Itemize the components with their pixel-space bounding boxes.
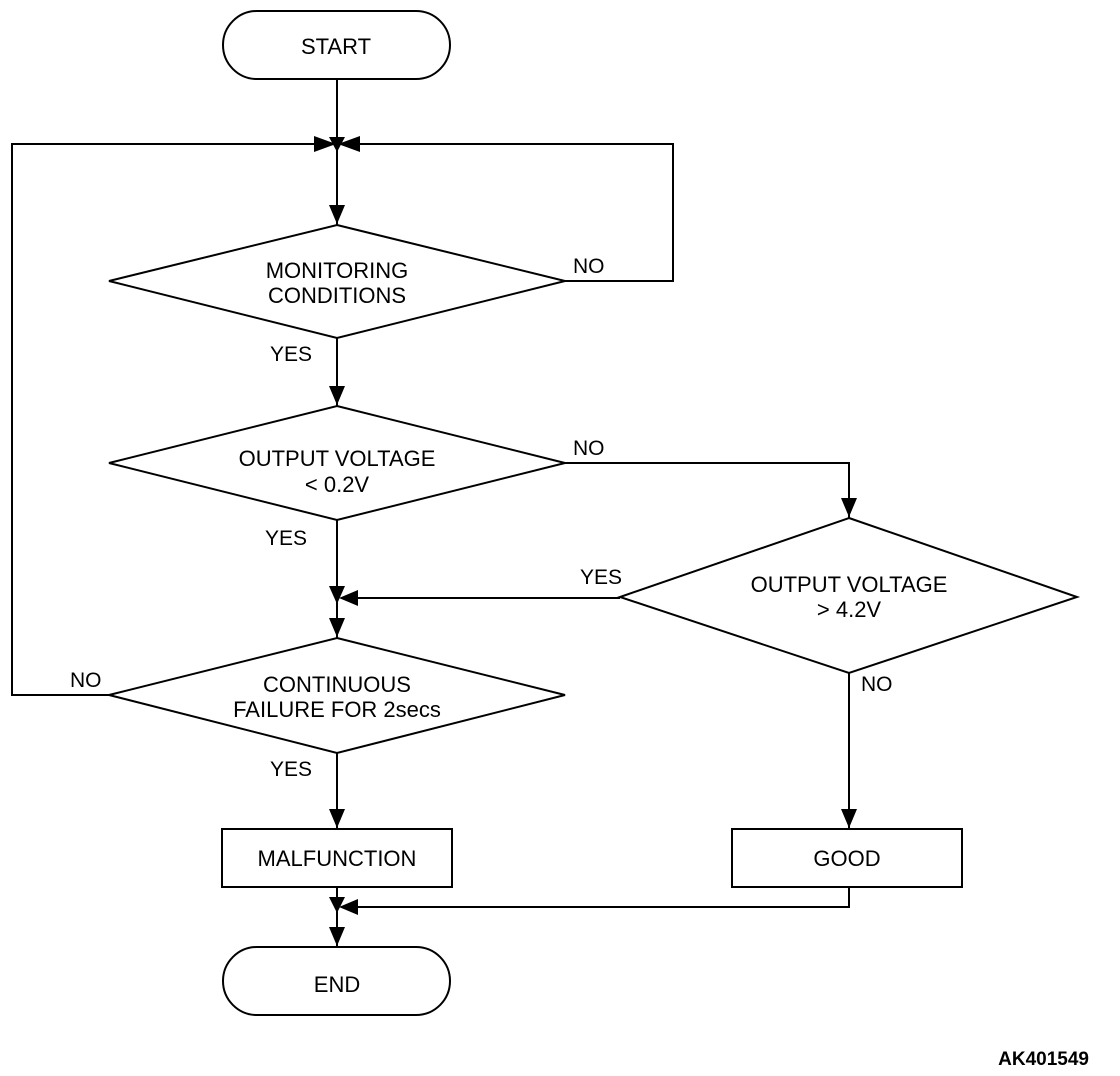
arrowhead-down — [329, 927, 345, 946]
output-voltage-low-decision — [108, 404, 566, 522]
figure-code: AK401549 — [998, 1049, 1089, 1070]
end-terminal — [222, 946, 451, 1016]
start-label: START — [301, 34, 371, 59]
arrowhead-left — [339, 590, 358, 606]
output-low-label-line2: < 0.2V — [305, 472, 370, 497]
connector-good-to-end — [345, 887, 850, 908]
arrowhead-left — [338, 136, 360, 152]
arrowhead-down — [329, 137, 345, 152]
output-high-no-label: NO — [861, 673, 893, 696]
connector-monitoring-no-loop — [345, 143, 674, 282]
output-voltage-high-decision — [616, 516, 1081, 675]
output-high-label-line1: OUTPUT VOLTAGE — [751, 572, 948, 597]
monitoring-conditions-decision — [108, 223, 566, 340]
output-low-yes-label: YES — [265, 527, 307, 550]
output-high-yes-label: YES — [580, 566, 622, 589]
malfunction-box — [221, 828, 453, 888]
output-low-no-label: NO — [573, 437, 605, 460]
continuous-label-line2: FAILURE FOR 2secs — [233, 697, 441, 722]
monitoring-yes-label: YES — [270, 343, 312, 366]
output-low-label-line1: OUTPUT VOLTAGE — [239, 446, 436, 471]
arrowhead-down — [329, 586, 345, 604]
continuous-label-line1: CONTINUOUS — [263, 672, 411, 697]
malfunction-label: MALFUNCTION — [258, 846, 417, 871]
arrowhead-down — [841, 809, 857, 828]
arrowhead-left — [339, 899, 358, 915]
connector-continuous-no-loop — [11, 143, 329, 696]
monitoring-label-line2: CONDITIONS — [268, 283, 406, 308]
arrowhead-right — [314, 136, 336, 152]
good-box — [731, 828, 963, 888]
monitoring-no-label: NO — [573, 255, 605, 278]
monitoring-label-line1: MONITORING — [266, 258, 409, 283]
end-label: END — [314, 972, 360, 997]
arrowhead-down — [329, 897, 345, 913]
arrowhead-down — [329, 618, 345, 637]
start-terminal — [222, 10, 451, 80]
output-high-label-line2: > 4.2V — [817, 597, 882, 622]
connector-output-low-no — [565, 462, 850, 518]
arrowhead-down — [329, 386, 345, 405]
continuous-failure-decision — [108, 636, 566, 755]
good-label: GOOD — [813, 846, 880, 871]
continuous-no-label: NO — [70, 669, 102, 692]
continuous-yes-label: YES — [270, 758, 312, 781]
arrowhead-down — [329, 205, 345, 224]
arrowhead-down — [329, 809, 345, 828]
arrowhead-down — [841, 498, 857, 517]
